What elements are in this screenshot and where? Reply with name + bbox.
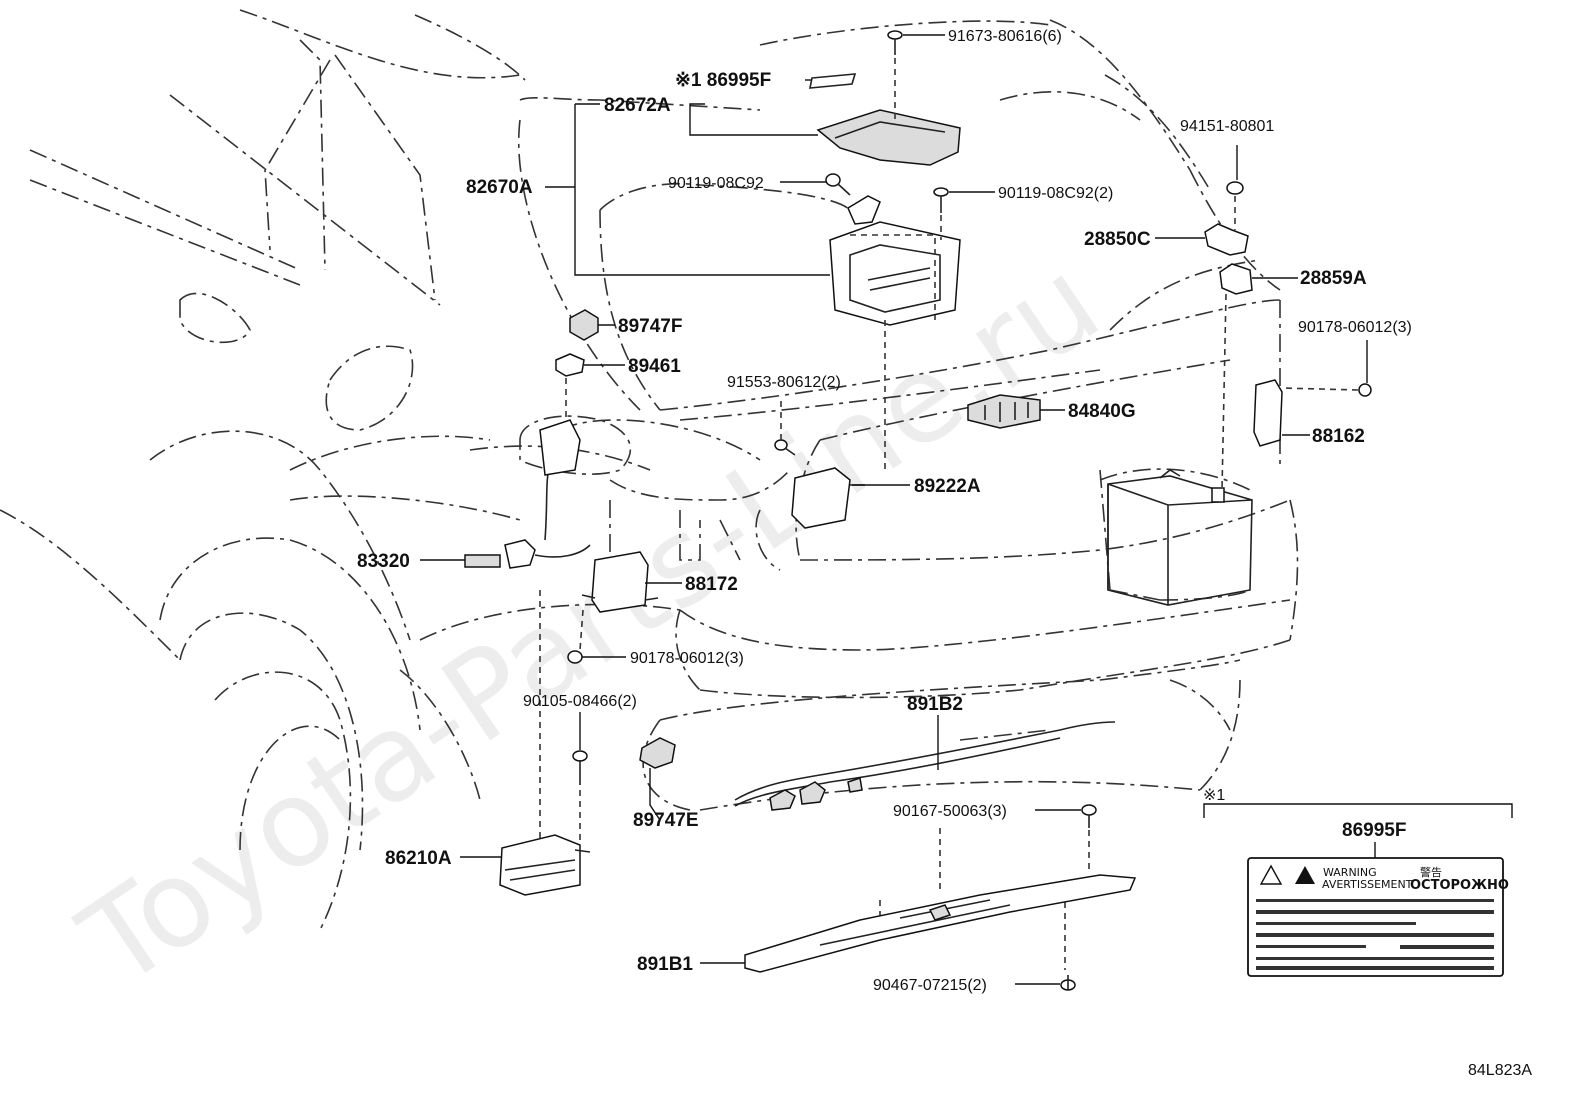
label-90467-07215: 90467-07215(2) <box>873 977 987 994</box>
nut-90178-06012-a[interactable] <box>1358 383 1372 397</box>
part-88162[interactable] <box>1253 379 1283 447</box>
label-90105-08466: 90105-08466(2) <box>523 693 637 710</box>
label-83320: 83320 <box>357 551 410 572</box>
part-28859a[interactable] <box>1219 263 1253 295</box>
sticker-jp: 警告 <box>1420 865 1442 879</box>
label-90178-06012-b: 90178-06012(3) <box>630 650 744 667</box>
label-82672a: 82672A <box>604 95 671 116</box>
label-88172: 88172 <box>685 574 738 595</box>
drawing-code: 84L823A <box>1468 1062 1532 1079</box>
part-89747e[interactable] <box>639 737 676 769</box>
leader-lines <box>420 34 1368 985</box>
sticker-warning: WARNING <box>1323 866 1377 879</box>
part-186995f-label <box>809 73 857 89</box>
legend-box: ※1 86995F WARNING AVERTISSEMENT 警告 ОСТОР… <box>1203 787 1513 977</box>
label-90119-08c92-b: 90119-08C92(2) <box>998 185 1113 202</box>
label-89461: 89461 <box>628 356 681 377</box>
warning-sticker: WARNING AVERTISSEMENT 警告 ОСТОРОЖНО <box>1247 857 1509 977</box>
label-91673-80616: 91673-80616(6) <box>948 28 1062 45</box>
part-89747f[interactable] <box>569 309 599 341</box>
label-90119-08c92-a: 90119-08C92 <box>668 175 764 192</box>
label-84840g: 84840G <box>1068 401 1136 422</box>
part-89461[interactable] <box>555 353 585 377</box>
label-90167-50063: 90167-50063(3) <box>893 803 1007 820</box>
bolt-90105-08466[interactable] <box>572 750 588 785</box>
label-89222a: 89222A <box>914 476 981 497</box>
label-88162: 88162 <box>1312 426 1365 447</box>
bolt-90119-08c92-b[interactable] <box>933 187 949 213</box>
sticker-avertissement: AVERTISSEMENT <box>1322 878 1413 891</box>
part-28850c[interactable] <box>1204 223 1249 256</box>
part-82672a-cover[interactable] <box>816 109 961 166</box>
label-891b2: 891B2 <box>907 694 963 715</box>
label-86210a: 86210A <box>385 848 452 869</box>
label-94151-80801: 94151-80801 <box>1180 118 1274 135</box>
warning-triangle-icon <box>1259 864 1283 885</box>
bolt-90119-08c92-a[interactable] <box>825 173 851 196</box>
legend-part-number: 86995F <box>1342 820 1406 841</box>
bolt-91673-80616[interactable] <box>887 30 903 55</box>
part-86210a[interactable] <box>499 834 591 896</box>
label-82670a: 82670A <box>466 177 533 198</box>
label-28859a: 28859A <box>1300 268 1367 289</box>
screw-90167-50063[interactable] <box>1081 804 1097 828</box>
part-891b1[interactable] <box>744 874 1137 973</box>
label-186995f: ※1 86995F <box>675 70 771 91</box>
label-28850c: 28850C <box>1084 229 1151 250</box>
label-90178-06012-a: 90178-06012(3) <box>1298 319 1412 336</box>
clip-90467-07215[interactable] <box>1060 975 1076 991</box>
sticker-ru: ОСТОРОЖНО <box>1410 878 1509 893</box>
label-91553-80612: 91553-80612(2) <box>727 374 841 391</box>
nut-90178-06012-b[interactable] <box>567 650 583 664</box>
battery-outline <box>1107 469 1253 606</box>
part-82670a-bracket[interactable] <box>829 195 961 326</box>
part-84840g-switch[interactable] <box>967 394 1041 429</box>
part-891b2-harness[interactable] <box>734 721 1116 811</box>
label-89747e: 89747E <box>633 810 699 831</box>
legend-mark: ※1 <box>1203 787 1225 804</box>
warning-triangle-filled-icon <box>1295 866 1315 884</box>
nut-94151-80801[interactable] <box>1226 181 1244 195</box>
part-88172-module[interactable] <box>581 551 659 613</box>
vehicle-body-outline <box>0 9 1299 931</box>
label-891b1: 891B1 <box>637 954 693 975</box>
part-83320[interactable] <box>464 419 591 569</box>
label-89747f: 89747F <box>618 316 682 337</box>
